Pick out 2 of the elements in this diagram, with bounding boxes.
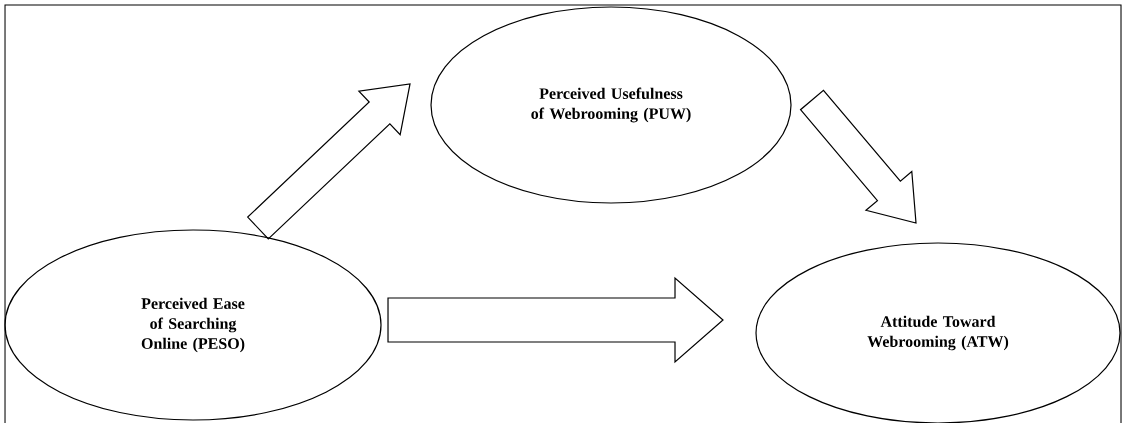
block-arrow: [799, 89, 917, 224]
block-arrow: [387, 276, 724, 364]
